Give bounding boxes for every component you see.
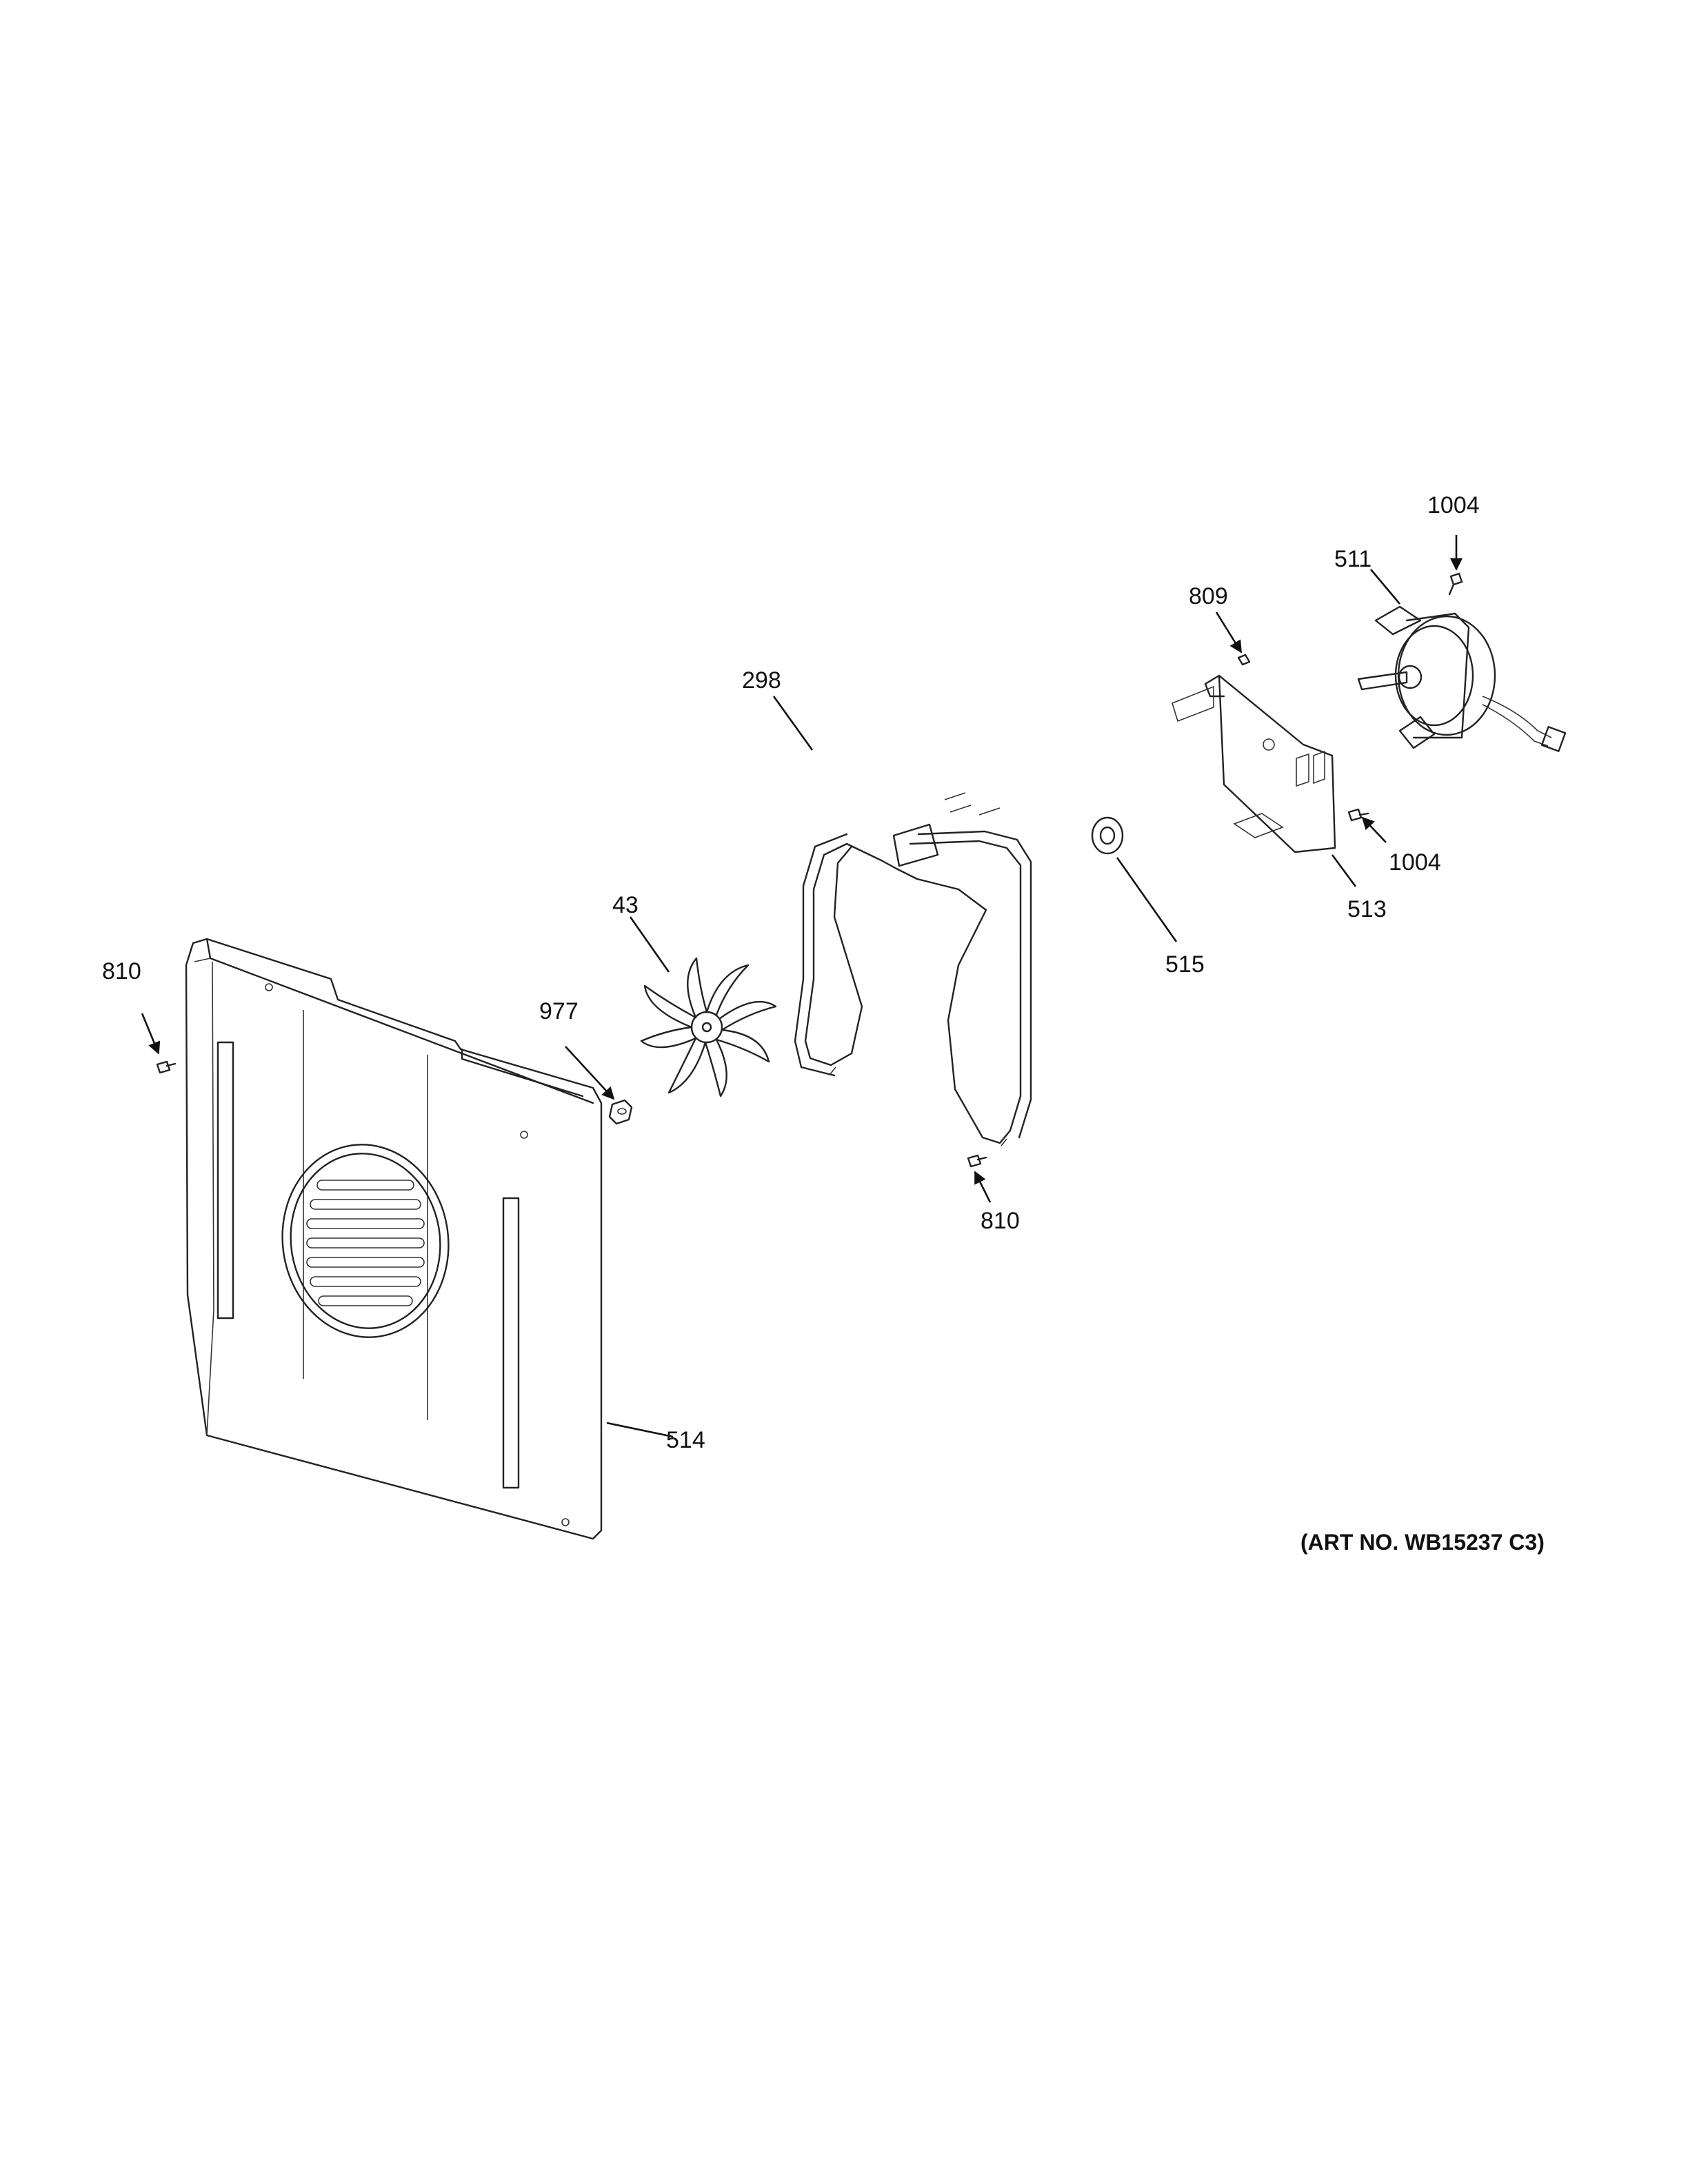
clip-809 bbox=[1237, 654, 1251, 666]
callout-809: 809 bbox=[1189, 583, 1228, 609]
motor-bracket-513 bbox=[1172, 674, 1336, 853]
callout-labels: 1004 511 809 298 1004 513 515 43 810 977… bbox=[102, 492, 1480, 1453]
callout-1004-lower: 1004 bbox=[1389, 849, 1441, 876]
washer-515 bbox=[1091, 816, 1124, 855]
leader-lines bbox=[141, 535, 1463, 1438]
screw-810-left bbox=[156, 1060, 177, 1074]
screw-1004-top bbox=[1448, 572, 1463, 596]
screw-810-lower bbox=[967, 1154, 987, 1168]
nut-977 bbox=[608, 1099, 633, 1125]
callout-515: 515 bbox=[1165, 951, 1205, 978]
callout-43: 43 bbox=[612, 892, 639, 918]
screw-1004-lower bbox=[1347, 808, 1369, 822]
art-number: (ART NO. WB15237 C3) bbox=[1300, 1530, 1545, 1555]
callout-977: 977 bbox=[539, 998, 579, 1024]
callout-810-lower: 810 bbox=[981, 1208, 1020, 1234]
callout-511: 511 bbox=[1334, 546, 1372, 572]
convection-motor-511 bbox=[1357, 605, 1567, 752]
callout-298: 298 bbox=[742, 667, 781, 694]
rear-cover-panel bbox=[185, 938, 603, 1540]
fan-blade-43 bbox=[640, 957, 777, 1098]
fan-grille bbox=[281, 1144, 450, 1338]
callout-810-left: 810 bbox=[102, 958, 141, 984]
heating-element-298 bbox=[794, 792, 1032, 1146]
callout-514: 514 bbox=[666, 1427, 705, 1453]
callout-513: 513 bbox=[1347, 896, 1387, 922]
callout-1004-top: 1004 bbox=[1427, 492, 1480, 518]
